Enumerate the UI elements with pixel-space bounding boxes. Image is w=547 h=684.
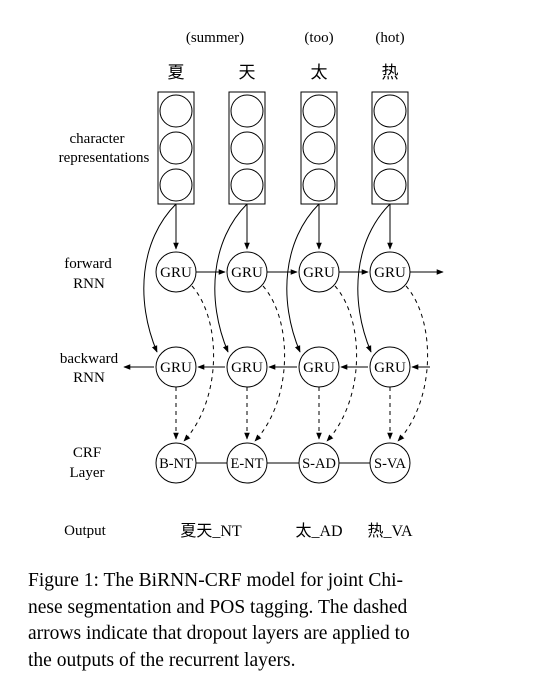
gru-label: GRU	[374, 360, 406, 376]
gru-label: GRU	[231, 360, 263, 376]
label-character: character	[70, 131, 125, 147]
gru-label: GRU	[303, 360, 335, 376]
gloss-hot: (hot)	[375, 30, 404, 46]
birnn-crf-diagram: (summer) (too) (hot) 夏 天 太 热 character r…	[59, 30, 444, 540]
gru-label: GRU	[160, 265, 192, 281]
crf-tag-label: E-NT	[230, 456, 263, 472]
gloss-too: (too)	[304, 30, 333, 46]
forward-gru-node: GRU	[298, 251, 340, 293]
crf-node-s-va: S-VA	[369, 442, 411, 484]
char-rep-stack-2	[228, 91, 266, 205]
label-backward-rnn: RNN	[73, 370, 105, 386]
gru-label: GRU	[303, 265, 335, 281]
label-representations: representations	[59, 150, 150, 166]
forward-gru-node: GRU	[369, 251, 411, 293]
caption-line: arrows indicate that dropout layers are …	[28, 623, 410, 644]
backward-gru-node: GRU	[369, 346, 411, 388]
label-crf: CRF	[73, 445, 101, 461]
char-to-forward-arrows	[173, 204, 393, 250]
label-output: Output	[64, 523, 107, 539]
caption-line: nese segmentation and POS tagging. The d…	[28, 596, 408, 618]
caption-line: the outputs of the recurrent layers.	[28, 649, 296, 671]
backward-gru-node: GRU	[155, 346, 197, 388]
crf-node-s-ad: S-AD	[298, 442, 340, 484]
crf-tag-label: S-AD	[302, 456, 336, 472]
crf-tag-label: B-NT	[159, 456, 193, 472]
backward-to-crf-dropout-arrows	[173, 387, 393, 440]
gru-label: GRU	[160, 360, 192, 376]
output-xiatian-nt: 夏天_NT	[180, 523, 242, 540]
char-rep-stack-1	[157, 91, 195, 205]
character-re: 热	[382, 63, 399, 82]
char-rep-stack-3	[300, 91, 338, 205]
output-re-va: 热_VA	[367, 522, 412, 540]
label-backward: backward	[60, 351, 119, 367]
gru-label: GRU	[231, 265, 263, 281]
crf-node-b-nt: B-NT	[155, 442, 197, 484]
label-forward: forward	[64, 256, 112, 272]
caption-line: Figure 1: The BiRNN-CRF model for joint …	[28, 570, 404, 591]
output-tai-ad: 太_AD	[295, 522, 342, 540]
crf-node-e-nt: E-NT	[226, 442, 268, 484]
forward-gru-node: GRU	[226, 251, 268, 293]
gru-label: GRU	[374, 265, 406, 281]
crf-tag-label: S-VA	[374, 456, 406, 472]
label-forward-rnn: RNN	[73, 276, 105, 292]
forward-to-crf-dropout-arrows	[183, 285, 428, 442]
backward-gru-node: GRU	[226, 346, 268, 388]
figure-caption: Figure 1: The BiRNN-CRF model for joint …	[28, 568, 528, 674]
character-tai: 太	[311, 63, 328, 82]
forward-gru-node: GRU	[155, 251, 197, 293]
char-rep-stack-4	[371, 91, 409, 205]
character-xia: 夏	[168, 63, 185, 82]
backward-gru-node: GRU	[298, 346, 340, 388]
character-tian: 天	[239, 63, 256, 82]
label-crf-layer: Layer	[70, 465, 105, 481]
gloss-summer: (summer)	[186, 30, 244, 46]
